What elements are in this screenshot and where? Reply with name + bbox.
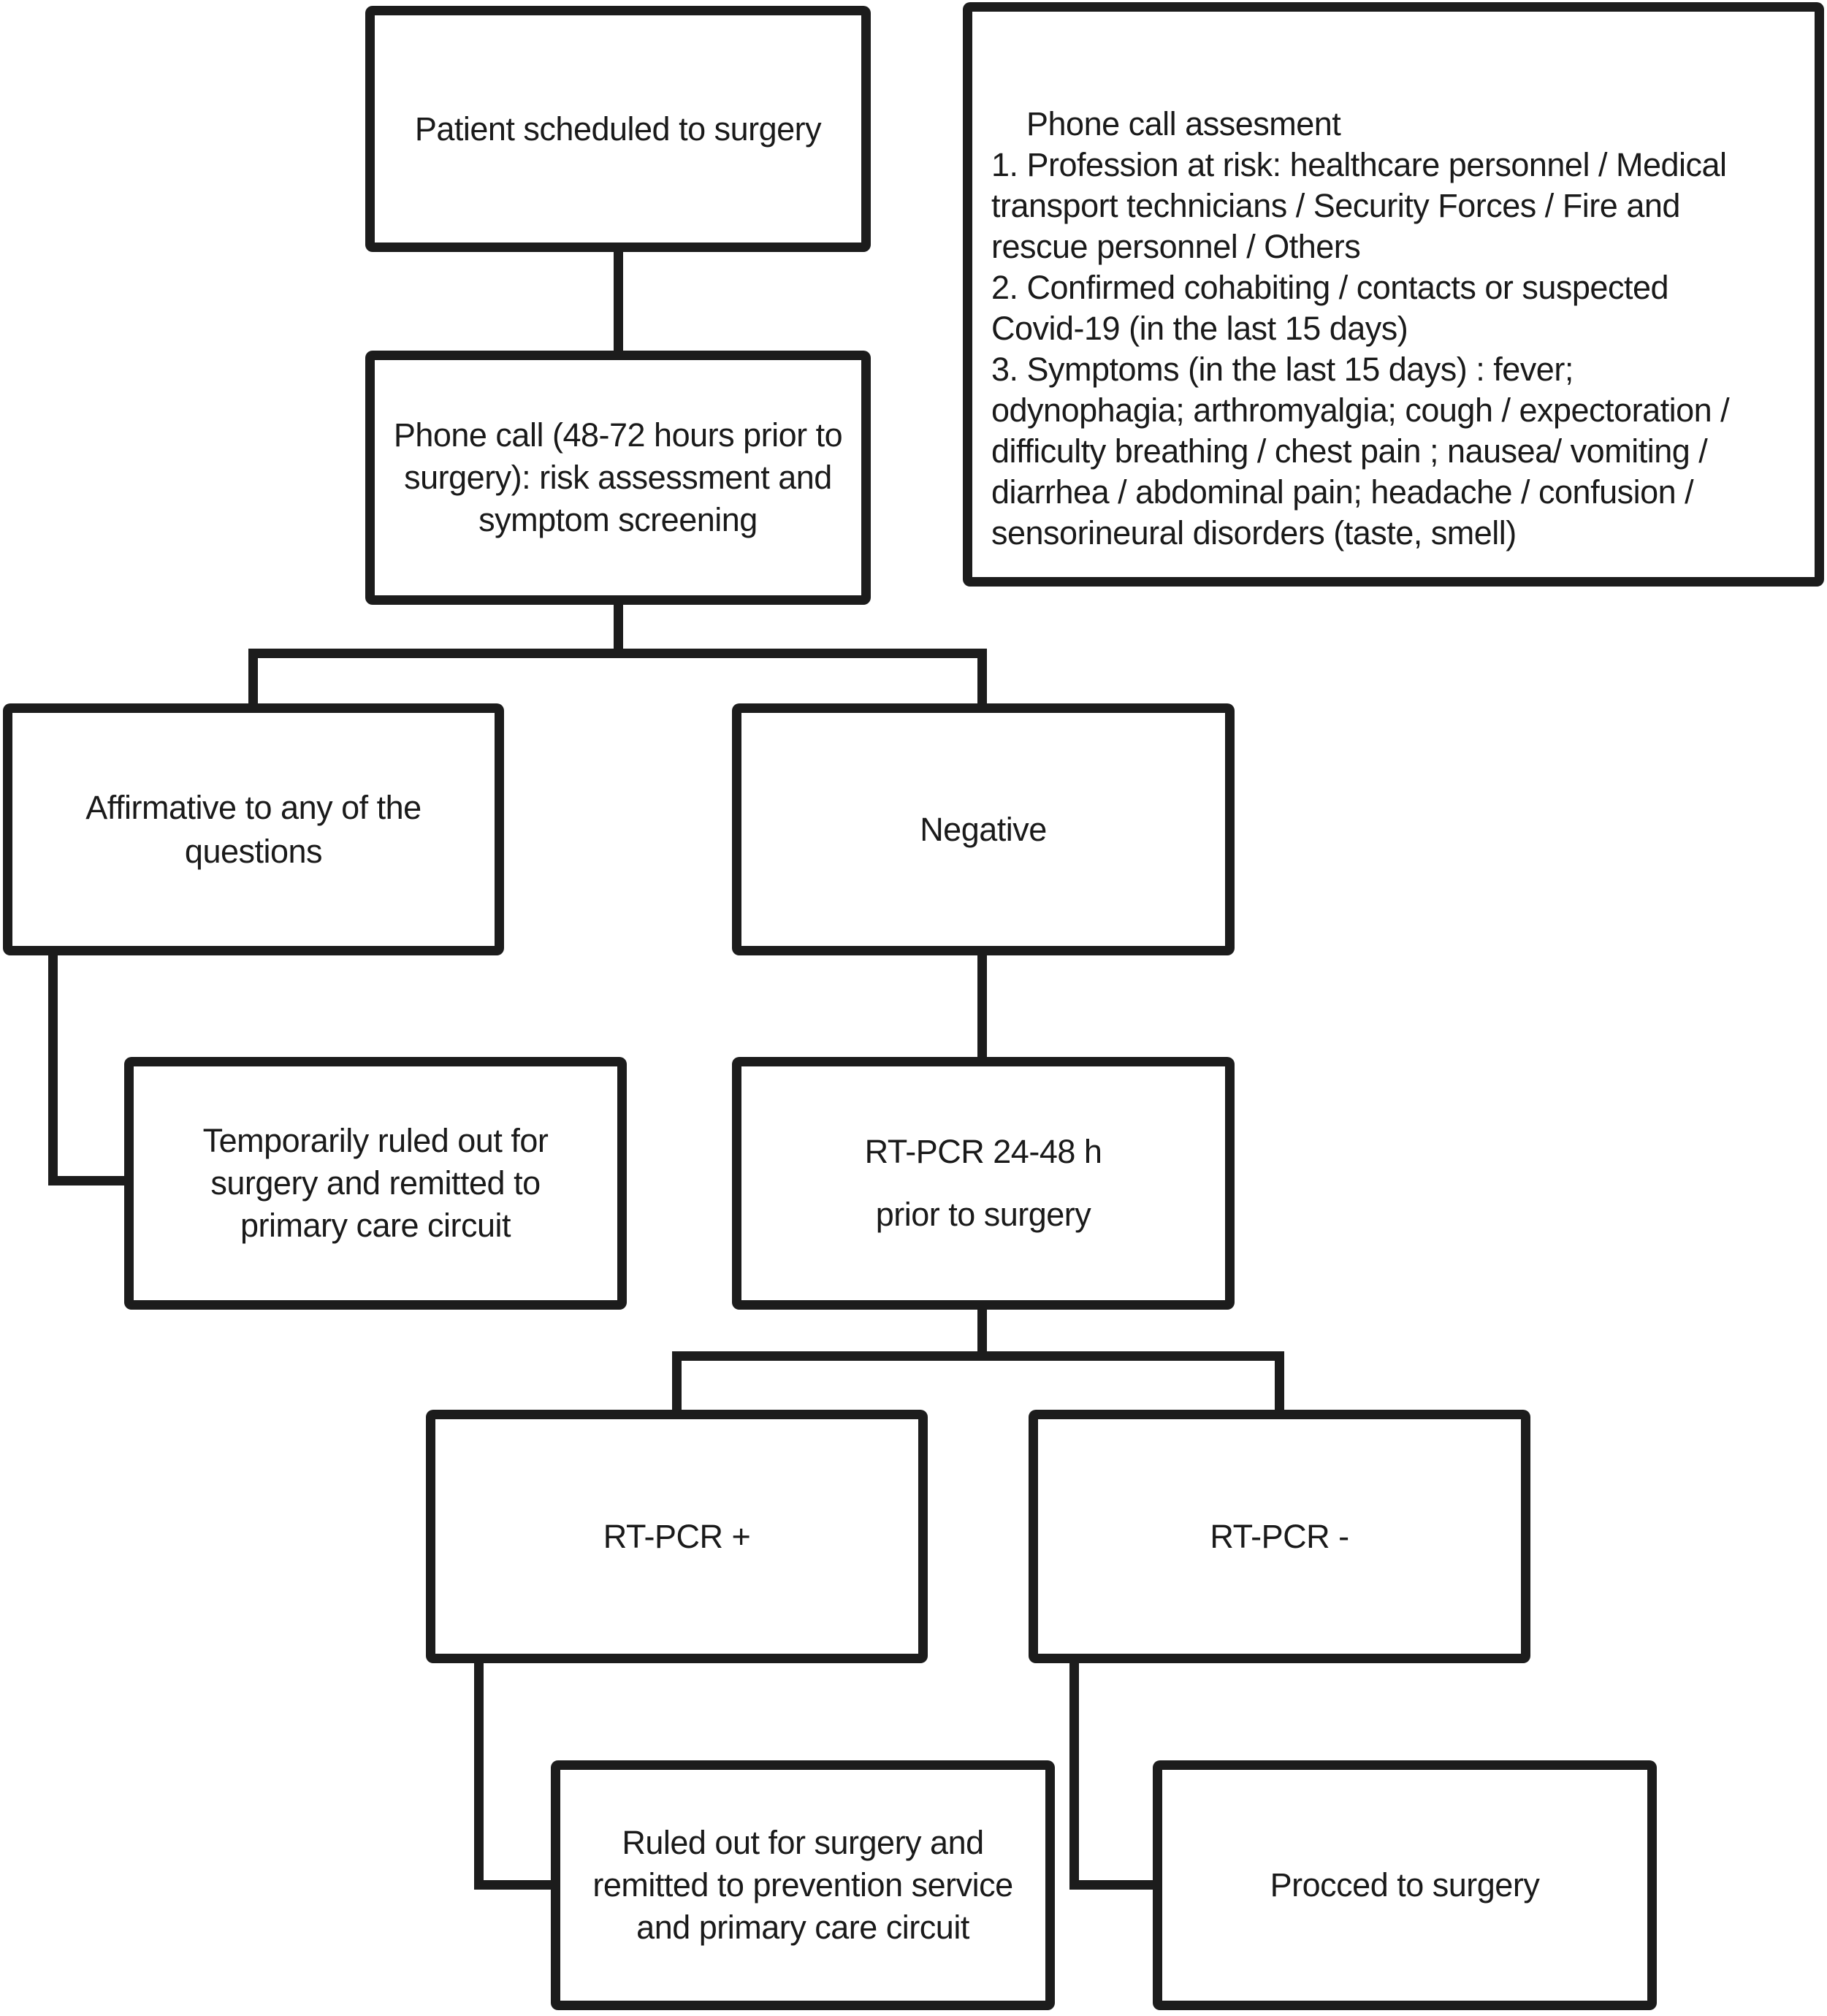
node-phone-call: Phone call (48-72 hours prior to surgery…	[365, 351, 871, 605]
connector-rt-pcr-negative-to-proceed	[1069, 1880, 1156, 1890]
connector-phone-call-stem	[614, 601, 623, 658]
node-negative-label: Negative	[920, 810, 1047, 848]
connector-branch-to-rt-pcr-positive	[672, 1351, 682, 1413]
node-affirmative-label: Affirmative to any of the questions	[85, 788, 422, 870]
node-patient-scheduled-label: Patient scheduled to surgery	[414, 110, 822, 148]
connector-rt-pcr-negative-down	[1069, 1660, 1079, 1890]
connector-branch-to-rt-pcr-negative	[1275, 1351, 1284, 1413]
node-ruled-out: Ruled out for surgery and remitted to pr…	[551, 1760, 1055, 2010]
node-affirmative: Affirmative to any of the questions	[3, 703, 504, 955]
connector-patient-to-phone-call	[614, 248, 623, 354]
connector-rt-pcr-test-stem	[977, 1306, 987, 1361]
node-rt-pcr-negative-label: RT-PCR -	[1210, 1517, 1349, 1555]
node-rt-pcr-test: RT-PCR 24-48 h prior to surgery	[732, 1057, 1235, 1310]
node-phone-call-assessment-info-label: Phone call assesment 1. Profession at ri…	[991, 105, 1730, 551]
node-proceed-to-surgery: Procced to surgery	[1153, 1760, 1657, 2010]
node-temporarily-ruled-out-label: Temporarily ruled out for surgery and re…	[202, 1122, 549, 1244]
connector-negative-to-rt-pcr-test	[977, 950, 987, 1061]
node-rt-pcr-test-label: RT-PCR 24-48 h prior to surgery	[864, 1133, 1102, 1233]
connector-affirmative-to-temporarily-ruled-out	[48, 1176, 129, 1185]
node-rt-pcr-positive: RT-PCR +	[426, 1410, 928, 1663]
node-proceed-to-surgery-label: Procced to surgery	[1270, 1866, 1540, 1904]
connector-branch-to-negative	[977, 649, 987, 707]
connector-rt-pcr-branch-bar	[672, 1351, 1284, 1361]
connector-branch-to-affirmative	[248, 649, 258, 707]
node-rt-pcr-positive-label: RT-PCR +	[603, 1517, 751, 1555]
node-patient-scheduled: Patient scheduled to surgery	[365, 6, 871, 252]
connector-rt-pcr-positive-down	[474, 1660, 484, 1890]
connector-rt-pcr-positive-to-ruled-out	[474, 1880, 554, 1890]
node-ruled-out-label: Ruled out for surgery and remitted to pr…	[592, 1824, 1013, 1946]
connector-affirmative-down	[48, 950, 58, 1185]
node-rt-pcr-negative: RT-PCR -	[1029, 1410, 1530, 1663]
node-temporarily-ruled-out: Temporarily ruled out for surgery and re…	[124, 1057, 627, 1310]
node-phone-call-label: Phone call (48-72 hours prior to surgery…	[393, 416, 843, 538]
node-phone-call-assessment-info: Phone call assesment 1. Profession at ri…	[963, 2, 1824, 587]
node-negative: Negative	[732, 703, 1235, 955]
connector-phone-call-branch-bar	[248, 649, 987, 658]
